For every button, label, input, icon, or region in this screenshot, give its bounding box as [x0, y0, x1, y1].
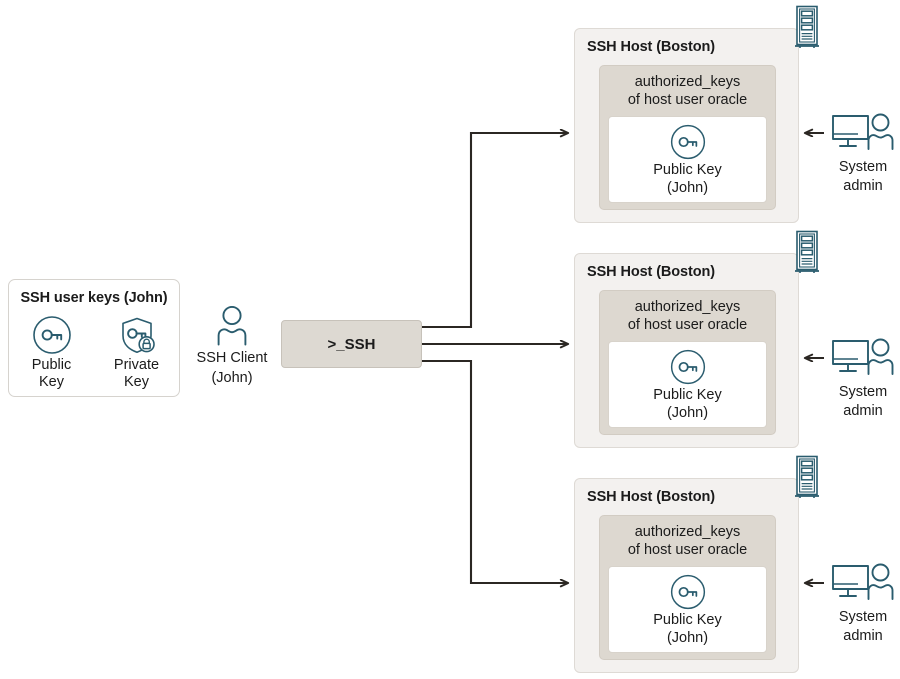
authorized-keys-line1: authorized_keys: [634, 74, 741, 90]
ssh-host-card-2: SSH Host (Boston) authorized_keys of hos…: [574, 230, 819, 448]
ssh-host-title-3: SSH Host (Boston): [587, 489, 715, 505]
public-key-label-line2-2: (John): [666, 404, 709, 421]
authorized-keys-line2: of host user oracle: [627, 542, 748, 558]
system-admin-label-line1-3: System: [838, 609, 888, 625]
public-key-label-line1-3: Public Key: [653, 611, 722, 628]
public-key-box-3: Public Key (John): [608, 566, 767, 653]
system-admin-actor-1: System admin: [826, 112, 900, 194]
system-admin-label-line2-2: admin: [843, 403, 883, 419]
shield-key-lock-icon: [100, 314, 174, 356]
ssh-terminal-box[interactable]: >_SSH: [281, 320, 422, 368]
private-key-item: Private Key: [100, 314, 174, 390]
public-key-item: Public Key: [15, 314, 89, 390]
public-key-label-line1-2: Public Key: [653, 386, 722, 403]
public-key-box-2: Public Key (John): [608, 341, 767, 428]
key-circle-icon: [668, 574, 708, 610]
monitor-person-icon: [826, 337, 900, 381]
authorized-keys-title-2: authorized_keys of host user oracle: [600, 298, 775, 334]
server-rack-icon: [792, 230, 822, 274]
private-key-label-line1: Private: [113, 357, 160, 373]
system-admin-label-line1-2: System: [838, 384, 888, 400]
authorized-keys-line1: authorized_keys: [634, 299, 741, 315]
wire-ssh-to-host-1: [422, 133, 568, 329]
system-admin-label-line1-1: System: [838, 159, 888, 175]
public-key-label-line1-1: Public Key: [653, 161, 722, 178]
public-key-box-1: Public Key (John): [608, 116, 767, 203]
monitor-person-icon: [826, 562, 900, 606]
authorized-keys-box-2: authorized_keys of host user oracle Publ…: [599, 290, 776, 435]
public-key-label-line2: Key: [39, 374, 64, 390]
ssh-host-card-1: SSH Host (Boston) authorized_keys of hos…: [574, 5, 819, 223]
public-key-label-line1: Public: [31, 357, 72, 373]
authorized-keys-title-1: authorized_keys of host user oracle: [600, 73, 775, 109]
ssh-user-keys-title: SSH user keys (John): [20, 290, 168, 306]
ssh-terminal-label: >_SSH: [327, 335, 376, 353]
authorized-keys-line2: of host user oracle: [627, 92, 748, 108]
public-key-label-line2-3: (John): [666, 629, 709, 646]
private-key-label-line2: Key: [124, 374, 149, 390]
ssh-user-keys-row: Public Key Private Key: [9, 314, 179, 390]
ssh-client-label-line2: (John): [211, 370, 253, 386]
ssh-client-label-line1: SSH Client: [196, 350, 268, 366]
monitor-person-icon: [826, 112, 900, 156]
system-admin-actor-3: System admin: [826, 562, 900, 644]
wire-ssh-to-host-3: [422, 359, 568, 583]
ssh-host-title-1: SSH Host (Boston): [587, 39, 715, 55]
ssh-host-title-2: SSH Host (Boston): [587, 264, 715, 280]
system-admin-actor-2: System admin: [826, 337, 900, 419]
ssh-host-card-3: SSH Host (Boston) authorized_keys of hos…: [574, 455, 819, 673]
ssh-client-actor: SSH Client (John): [192, 305, 272, 386]
key-circle-icon: [668, 124, 708, 160]
authorized-keys-title-3: authorized_keys of host user oracle: [600, 523, 775, 559]
authorized-keys-line1: authorized_keys: [634, 524, 741, 540]
server-rack-icon: [792, 455, 822, 499]
authorized-keys-line2: of host user oracle: [627, 317, 748, 333]
person-icon: [192, 305, 272, 346]
public-key-label-line2-1: (John): [666, 179, 709, 196]
system-admin-label-line2-3: admin: [843, 628, 883, 644]
authorized-keys-box-3: authorized_keys of host user oracle Publ…: [599, 515, 776, 660]
key-circle-icon: [15, 314, 89, 356]
system-admin-label-line2-1: admin: [843, 178, 883, 194]
ssh-user-keys-card: SSH user keys (John) Public Key: [8, 279, 180, 397]
server-rack-icon: [792, 5, 822, 49]
key-circle-icon: [668, 349, 708, 385]
authorized-keys-box-1: authorized_keys of host user oracle Publ…: [599, 65, 776, 210]
